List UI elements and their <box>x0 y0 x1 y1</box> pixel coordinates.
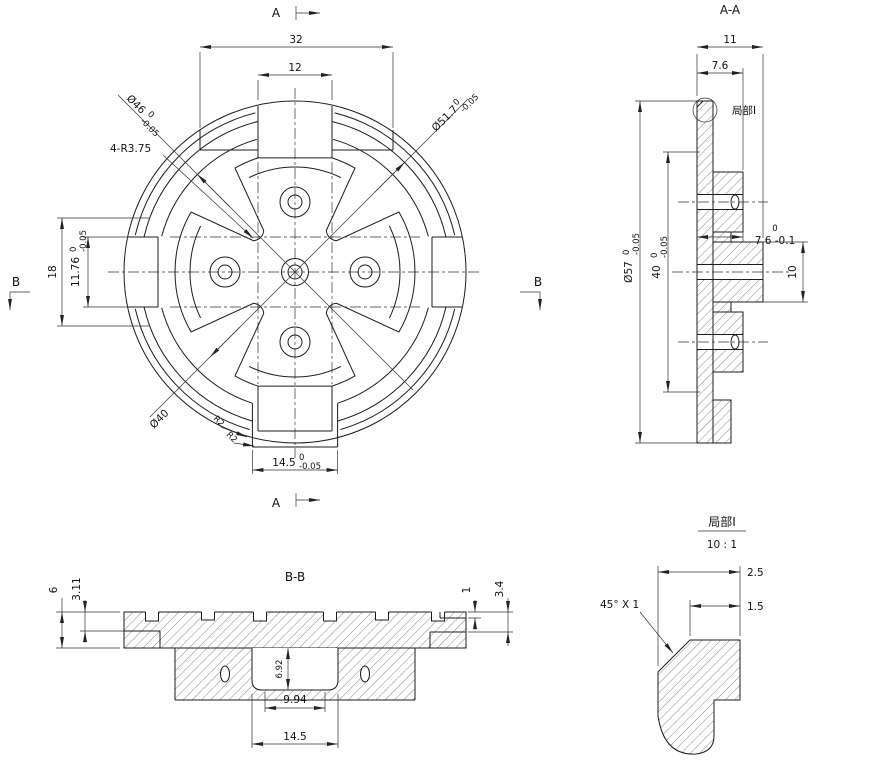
dim-aa-d57: Ø57 0 -0.05 <box>622 100 697 444</box>
section-marker-a-bottom: A <box>272 493 320 510</box>
aa-dimensions: 11 7.6 Ø57 0 -0.05 40 <box>622 34 808 444</box>
detail-view: 局部I 10 : 1 2.5 1.5 45° X 1 <box>600 514 764 755</box>
section-marker-a-top: A <box>272 6 320 20</box>
dim-aa-40-tol-upper: 0 <box>650 253 660 258</box>
dim-bb-6: 6 <box>48 586 120 649</box>
dim-detail-chamfer: 45° X 1 <box>600 599 674 654</box>
dim-d51-7-label: Ø51.7 <box>430 103 461 134</box>
dim-11-76-tol-lower: -0.05 <box>79 230 89 252</box>
dim-aa-7-6-label: 7.6 <box>712 60 729 72</box>
section-bb-view: B-B <box>48 570 513 748</box>
front-dimensions: 32 12 18 11.76 0 -0.05 <box>8 6 542 510</box>
section-marker-b-left: B <box>8 275 30 310</box>
dim-detail-2-5: 2.5 <box>657 566 764 666</box>
dim-32-label: 32 <box>289 34 302 46</box>
dim-aa-7-6-right-tol-upper: 0 <box>772 224 777 234</box>
dim-4-r3-75: 4-R3.75 <box>110 143 254 239</box>
dim-d46-label: Ø46 <box>124 93 148 117</box>
dim-d51-7-tol-lower: -0.05 <box>459 92 482 115</box>
dim-r2-b: R2 <box>224 430 255 447</box>
detail-title: 局部I <box>708 514 736 529</box>
dim-18: 18 <box>47 217 150 327</box>
dim-aa-d57-tol-lower: -0.05 <box>632 233 642 255</box>
dim-4-r3-75-label: 4-R3.75 <box>110 143 151 155</box>
dim-aa-40: 40 0 -0.05 <box>650 151 700 393</box>
dim-11-76-label: 11.76 <box>70 257 82 287</box>
dim-aa-7-6: 7.6 <box>697 60 744 170</box>
section-bb-title: B-B <box>285 570 305 584</box>
dim-d51-7: Ø51.7 0 -0.05 <box>430 92 482 134</box>
dim-d51-7-tol-upper: 0 <box>452 97 463 108</box>
aa-detail-callout-label: 局部I <box>732 104 756 117</box>
detail-dimensions: 2.5 1.5 45° X 1 <box>600 566 764 666</box>
dim-bb-3-4: 3.4 <box>468 580 513 646</box>
dim-d46-tol-lower: -0.05 <box>138 117 161 140</box>
marker-b-left-label: B <box>12 275 20 289</box>
detail-shape <box>657 639 741 755</box>
dim-aa-10-label: 10 <box>787 265 799 278</box>
section-marker-b-right: B <box>520 275 542 310</box>
dim-aa-7-6-right-label: 7.6 -0.1 <box>755 235 796 247</box>
dim-bb-6-label: 6 <box>48 586 60 593</box>
dim-bb-6-92: 6.92 <box>275 648 290 690</box>
dim-11-76: 11.76 0 -0.05 <box>69 230 128 308</box>
dim-bb-6-92-label: 6.92 <box>275 660 285 679</box>
dim-14-5-label: 14.5 <box>272 457 295 469</box>
dim-aa-40-label: 40 <box>651 265 663 278</box>
aa-detail-balloon: 局部I <box>692 97 756 123</box>
dim-d46: Ø46 0 -0.05 <box>124 93 161 140</box>
dim-d40: Ø40 <box>148 407 172 431</box>
dim-14-5-tol-upper: 0 <box>299 453 304 463</box>
dim-aa-40-tol-lower: -0.05 <box>660 236 670 258</box>
section-aa-title: A-A <box>720 3 741 17</box>
dim-detail-1-5-label: 1.5 <box>747 601 764 613</box>
detail-scale: 10 : 1 <box>707 539 737 551</box>
front-view: 32 12 18 11.76 0 -0.05 <box>8 6 542 510</box>
dim-14-5: 14.5 0 -0.05 <box>252 450 338 474</box>
marker-a-top-label: A <box>272 6 281 20</box>
dim-d40-label: Ø40 <box>148 407 172 431</box>
dim-aa-d57-tol-upper: 0 <box>622 250 632 255</box>
dim-bb-14-5-label: 14.5 <box>283 731 306 743</box>
dim-aa-7-6-right: 0 7.6 -0.1 <box>697 224 795 247</box>
dim-aa-10: 10 <box>763 241 808 303</box>
front-outline <box>123 100 467 448</box>
dim-aa-d57-label: Ø57 <box>623 261 635 283</box>
dim-12: 12 <box>257 62 333 100</box>
dim-bb-9-94-label: 9.94 <box>283 694 307 706</box>
front-holes <box>209 186 381 358</box>
dim-detail-1-5: 1.5 <box>689 600 764 636</box>
dim-bb-14-5: 14.5 <box>251 694 339 748</box>
front-diagonals <box>117 94 469 418</box>
bb-outline <box>123 610 467 701</box>
dim-bb-3-11: 3.11 <box>71 577 124 643</box>
dim-aa-11: 11 <box>696 34 764 238</box>
dim-14-5-tol-lower: -0.05 <box>299 462 321 472</box>
bb-dimensions: 6 3.11 1 <box>48 577 513 748</box>
bb-notches <box>145 610 445 622</box>
dim-detail-2-5-label: 2.5 <box>747 567 764 579</box>
dim-bb-9-94: 9.94 <box>264 692 326 712</box>
dim-12-label: 12 <box>288 62 301 74</box>
dim-aa-11-label: 11 <box>723 34 736 46</box>
marker-b-right-label: B <box>534 275 542 289</box>
dim-d46-tol-upper: 0 <box>145 110 156 121</box>
section-aa-view: A-A <box>622 3 808 444</box>
dim-detail-chamfer-label: 45° X 1 <box>600 599 639 611</box>
dim-bb-3-4-label: 3.4 <box>494 580 506 597</box>
dim-bb-1: 1 <box>461 587 513 630</box>
dim-18-label: 18 <box>47 265 59 278</box>
dim-bb-1-label: 1 <box>461 587 473 594</box>
dim-bb-3-11-label: 3.11 <box>71 577 83 600</box>
marker-a-bottom-label: A <box>272 496 281 510</box>
dim-11-76-tol-upper: 0 <box>69 247 79 252</box>
dim-32: 32 <box>199 34 394 128</box>
dim-r2-a-label: R2 <box>211 414 226 429</box>
